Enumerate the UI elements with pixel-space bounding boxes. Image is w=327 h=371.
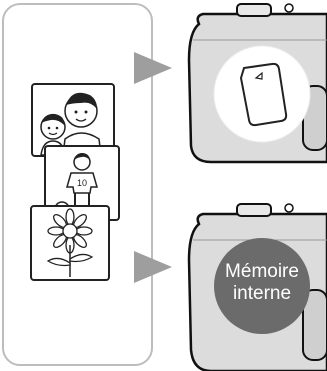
- soccer-player-photo-icon: 10: [44, 145, 120, 221]
- arrow-to-internal-memory: [134, 251, 172, 283]
- svg-text:10: 10: [77, 178, 87, 188]
- internal-memory-label: Mémoire interne: [212, 261, 312, 305]
- internal-memory-disc: [212, 236, 312, 336]
- memory-card-disc: [212, 44, 312, 144]
- arrow-to-memory-card: [134, 52, 172, 84]
- family-photo-icon: [31, 83, 115, 157]
- internal-memory-line1: Mémoire: [225, 261, 299, 282]
- internal-memory-line2: interne: [232, 283, 292, 304]
- memory-card-icon: [239, 62, 288, 127]
- flower-photo-icon: [30, 205, 110, 281]
